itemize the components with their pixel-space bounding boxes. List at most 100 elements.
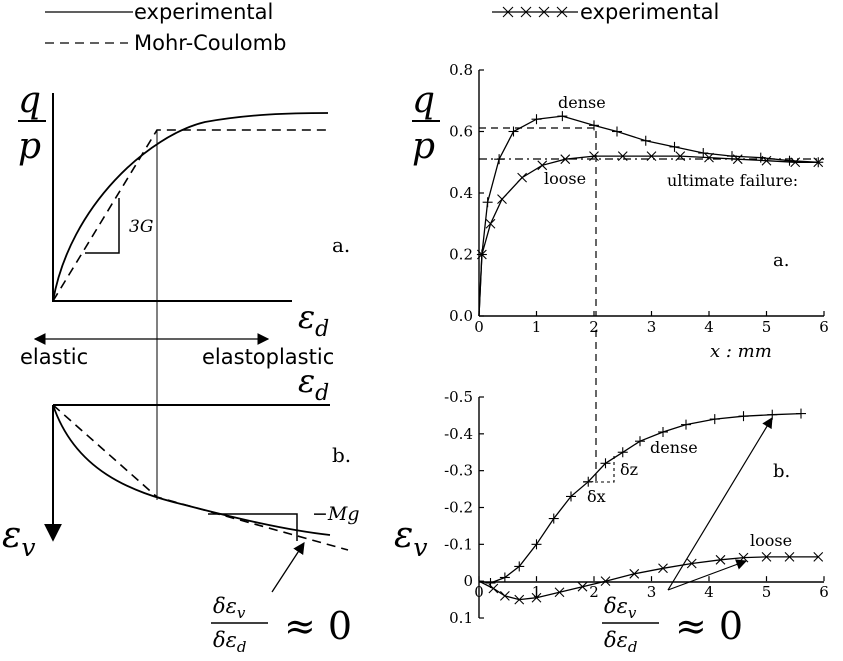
left-b-experimental-curve	[52, 404, 331, 536]
top-xtick-label-3: 3	[647, 318, 657, 336]
left-b-y-label: εv	[2, 515, 35, 562]
bottom-series-loose-point-15	[813, 551, 824, 562]
bottom-series-dense-point-7	[583, 476, 594, 487]
bottom-series-dense-point-3	[514, 561, 525, 572]
bottom-xtick-label-2: 2	[589, 583, 599, 601]
left-b-x-sub: d	[315, 381, 329, 406]
legend-cross-1	[520, 6, 532, 18]
top-series-loose-point-1	[476, 249, 487, 260]
top-series-dense-point-7	[589, 120, 599, 131]
bottom-series-loose-point-2	[499, 591, 510, 601]
bottom-slope-triangle	[583, 455, 615, 483]
left-schematic: q p εd 3G a. elastic elastoplastic εd εv…	[2, 80, 360, 656]
bottom-series-loose-point-3	[514, 594, 525, 605]
bottom-series-loose-point-8	[629, 568, 640, 579]
top-series-dense-point-3	[494, 154, 505, 165]
left-b-panel-label: b.	[332, 443, 351, 467]
right-den-symbol: δε	[604, 628, 628, 652]
left-q-label: q	[18, 80, 41, 121]
right-ev-sub: v	[413, 533, 427, 562]
left-num-symbol: δε	[213, 594, 237, 618]
bottom-panel-label: b.	[773, 461, 790, 482]
bottom-series-loose-line	[478, 556, 819, 601]
bottom-ytick-label-6: 0.1	[449, 609, 473, 627]
left-den-sub: d	[237, 638, 247, 656]
left-b-y-symbol: ε	[2, 515, 21, 556]
right-num-sub: v	[628, 604, 637, 622]
left-num-sub: v	[237, 604, 246, 622]
left-b-y-sub: v	[21, 533, 35, 562]
top-series-loose-point-9	[646, 151, 657, 161]
bottom-dz-label: δz	[620, 460, 638, 479]
bottom-series-dense-point-10	[635, 436, 645, 447]
top-xtick-label-5: 5	[762, 318, 772, 336]
top-series-loose-point-4	[517, 172, 528, 183]
top-series-dense-point-9	[640, 135, 651, 146]
top-series-dense-point-5	[531, 114, 542, 125]
bottom-dense-zero-arrow	[667, 417, 773, 591]
bottom-series-loose-point-4	[531, 592, 542, 603]
bottom-series-dense-point-13	[709, 414, 720, 425]
top-xtick-label-6: 6	[819, 318, 829, 336]
top-xtick-label-4: 4	[704, 318, 714, 336]
top-ultimate-label: ultimate failure:	[667, 171, 798, 190]
left-b-x-label: εd	[298, 362, 329, 406]
bottom-ytick-label-3: -0.2	[444, 499, 473, 517]
bottom-series-loose-point-1	[488, 583, 499, 594]
top-xtick-label-1: 1	[532, 318, 542, 336]
bottom-loose-label: loose	[750, 531, 792, 550]
bottom-series-loose-point-11	[715, 554, 726, 565]
top-series-dense-point-4	[508, 126, 519, 137]
bottom-plot-series	[478, 408, 824, 605]
bottom-series-loose-point-13	[761, 551, 772, 562]
left-a-x-label: εd	[298, 298, 329, 342]
top-series-loose-point-7	[589, 151, 599, 161]
bottom-ytick-label-0: -0.5	[444, 388, 473, 406]
top-ytick-label-2: 0.4	[449, 184, 473, 202]
left-approx-zero: ≈ 0	[284, 604, 352, 648]
top-series-loose-point-12	[732, 154, 743, 165]
legend-cross-2	[538, 6, 550, 18]
right-num-symbol: δε	[604, 594, 628, 618]
left-a-x-sub: d	[315, 317, 329, 342]
right-approx-zero: ≈ 0	[675, 604, 743, 648]
top-series-loose-point-6	[560, 154, 571, 165]
bottom-ytick-label-2: -0.3	[444, 462, 473, 480]
bottom-ytick-label-1: -0.4	[444, 425, 473, 443]
bottom-series-loose-point-14	[784, 551, 795, 562]
bottom-ytick-label-5: 0	[463, 572, 473, 590]
top-series-dense-point-10	[669, 141, 680, 152]
top-ytick-label-4: 0.8	[449, 61, 473, 79]
legend-cross-3	[556, 6, 568, 18]
top-series-dense-point-2	[482, 197, 493, 208]
bottom-xtick-label-0: 0	[474, 583, 484, 601]
left-b-x-symbol: ε	[298, 362, 315, 400]
legend-cross-0	[502, 6, 514, 18]
bottom-series-loose-point-6	[577, 581, 588, 592]
top-series-dense-point-6	[557, 111, 568, 122]
bottom-series-dense-point-5	[548, 513, 559, 524]
top-series-loose-point-3	[497, 194, 507, 205]
bottom-series-dense-point-2	[499, 572, 510, 583]
bottom-xtick-label-5: 5	[762, 583, 772, 601]
bottom-xtick-label-4: 4	[704, 583, 714, 601]
bottom-xtick-label-1: 1	[532, 583, 542, 601]
bottom-series-dense-point-14	[738, 411, 749, 422]
bottom-series-loose-point-7	[600, 576, 611, 587]
left-a-experimental-curve	[52, 112, 329, 302]
top-series-loose-point-10	[675, 151, 686, 161]
bottom-dense-label: dense	[650, 438, 698, 457]
legend-marked-label: experimental	[580, 0, 719, 24]
right-zero-numerator: δεv	[604, 594, 637, 622]
right-p-label: p	[412, 126, 435, 167]
left-b-zero-arrow	[271, 542, 305, 593]
bottom-xtick-label-3: 3	[647, 583, 657, 601]
top-plot-series	[476, 111, 824, 317]
left-b-mg-label: −Mg	[312, 503, 360, 525]
top-series-loose-point-13	[761, 155, 772, 166]
bottom-series-dense-point-8	[600, 458, 611, 469]
